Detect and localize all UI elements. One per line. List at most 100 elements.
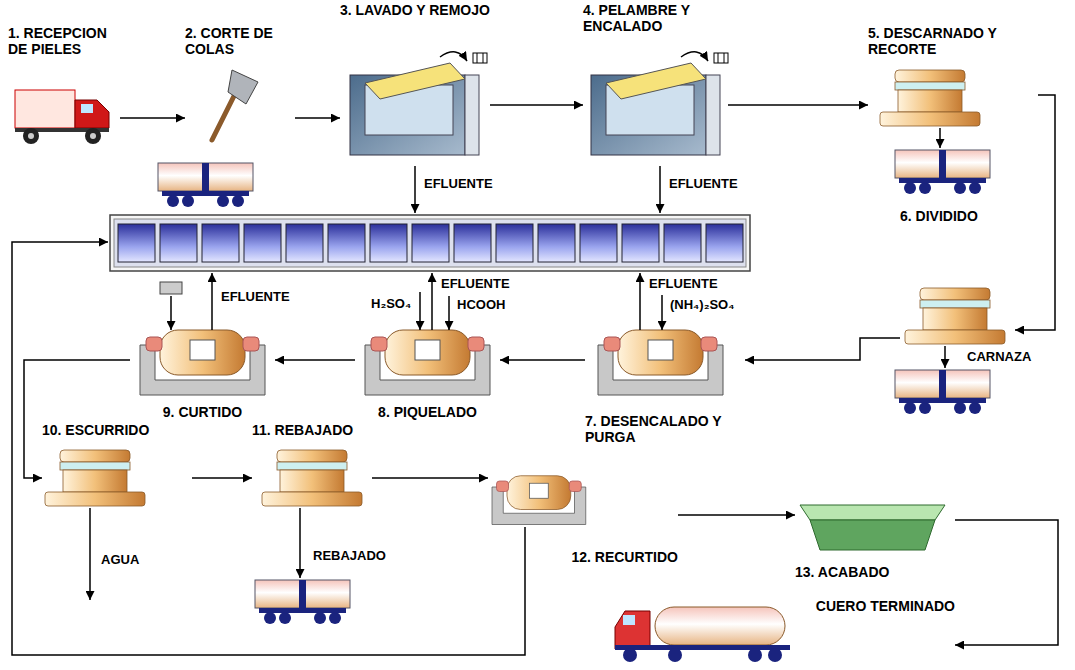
flow-label: HCOOH	[456, 297, 506, 312]
effluent-tank	[110, 215, 750, 271]
tank-cell	[580, 224, 617, 262]
tank-cell	[328, 224, 365, 262]
drum-icon	[598, 330, 723, 395]
flow-line	[661, 295, 663, 330]
tanker-truck	[615, 645, 790, 650]
tank-cell	[370, 224, 407, 262]
tanker-truck	[748, 648, 762, 662]
press-icon	[880, 70, 980, 126]
stage-label: 1. RECEPCION DE PIELES	[8, 25, 120, 57]
stage-label: 5. DESCARNADO Y RECORTE	[868, 25, 1038, 57]
stage-label: 7. DESENCALADO Y PURGA	[585, 413, 745, 445]
tanker-truck	[668, 648, 682, 662]
flow-label: EFLUENTE	[668, 176, 739, 191]
tanker-truck	[768, 648, 782, 662]
tanker-truck	[623, 648, 637, 662]
effluent-tank	[118, 224, 743, 262]
finishing-table	[810, 520, 935, 550]
stage-label: CUERO TERMINADO	[610, 598, 955, 614]
chromium-icon	[160, 282, 182, 294]
truck-icon	[23, 128, 39, 144]
tank-cell	[202, 224, 239, 262]
tank-cell	[244, 224, 281, 262]
stage-label: 8. PIQUELADO	[355, 404, 500, 420]
stage-label: 4. PELAMBRE Y ENCALADO	[583, 2, 728, 34]
tanker-truck	[623, 615, 635, 625]
flow-line	[659, 166, 661, 213]
process-stage: 7. DESENCALADO Y PURGA	[585, 320, 745, 445]
press-icon	[905, 288, 1005, 344]
drum-icon	[492, 476, 586, 525]
axe-icon	[228, 70, 258, 104]
flow-line	[299, 508, 301, 578]
flow-line	[448, 296, 450, 330]
stage-label: 3. LAVADO Y REMOJO	[340, 2, 490, 18]
process-stage: CUERO TERMINADO	[610, 598, 955, 668]
stage-label: 9. CURTIDO	[130, 404, 275, 420]
waste-wagon	[158, 163, 253, 207]
flow-arrow	[192, 477, 252, 479]
press-icon	[45, 70, 1005, 506]
tank-cell	[622, 224, 659, 262]
flow-label: EFLUENTE	[440, 276, 511, 291]
tank-cell	[286, 224, 323, 262]
flow-arrow	[275, 359, 355, 361]
flow-arrow	[1015, 95, 1055, 330]
process-stage: 3. LAVADO Y REMOJO	[340, 2, 490, 167]
flow-arrow	[372, 477, 488, 479]
tank-cell	[118, 224, 155, 262]
vat-icon	[350, 52, 728, 155]
flow-line	[170, 296, 172, 330]
flow-arrow	[728, 104, 868, 106]
drum-icon	[140, 330, 265, 395]
chromium-icon	[160, 282, 182, 294]
truck-icon	[90, 133, 96, 139]
stage-label: 6. DIVIDIDO	[900, 208, 1015, 224]
flow-line	[639, 273, 641, 330]
flow-label: REBAJADO	[312, 548, 387, 563]
process-stage: 4. PELAMBRE Y ENCALADO	[583, 2, 728, 167]
flow-arrow	[295, 117, 340, 119]
truck-icon	[15, 90, 109, 144]
tank-cell	[160, 224, 197, 262]
tank-cell	[706, 224, 743, 262]
flow-label: EFLUENTE	[220, 289, 291, 304]
tanker-truck	[615, 611, 650, 649]
stage-label: 13. ACABADO	[795, 564, 955, 580]
flow-arrow	[745, 338, 900, 360]
flow-arrow	[678, 514, 795, 516]
flow-line	[431, 273, 433, 330]
tank-cell	[664, 224, 701, 262]
tanker-truck	[655, 607, 785, 645]
truck-icon	[15, 90, 75, 128]
drum-icon	[365, 330, 490, 395]
flow-line	[12, 242, 525, 655]
flow-line	[414, 166, 416, 213]
stage-label: 2. CORTE DE COLAS	[185, 25, 295, 57]
process-stage: 2. CORTE DE COLAS	[185, 25, 295, 145]
tank-cell	[538, 224, 575, 262]
process-stage: 1. RECEPCION DE PIELES	[8, 25, 120, 157]
effluent-tank	[110, 215, 750, 271]
process-stage: 10. ESCURRIDO	[42, 422, 192, 512]
flow-label: EFLUENTE	[648, 276, 719, 291]
flow-arrow	[24, 360, 130, 478]
waste-wagon	[895, 370, 990, 414]
finishing-table	[800, 505, 945, 520]
process-stage: 13. ACABADO	[795, 495, 955, 580]
stage-label: 10. ESCURRIDO	[42, 422, 192, 438]
waste-wagon	[895, 150, 990, 194]
press-icon	[262, 450, 362, 506]
tank-cell	[454, 224, 491, 262]
flow-label: H₂SO₄	[370, 296, 412, 311]
flow-label: AGUA	[100, 552, 140, 567]
truck-icon	[28, 133, 34, 139]
process-stage: 12. RECURTIDO	[488, 470, 678, 565]
flow-arrow	[490, 104, 583, 106]
vat-icon	[591, 52, 728, 155]
axe-icon	[212, 70, 258, 140]
flow-arrow	[500, 359, 585, 361]
